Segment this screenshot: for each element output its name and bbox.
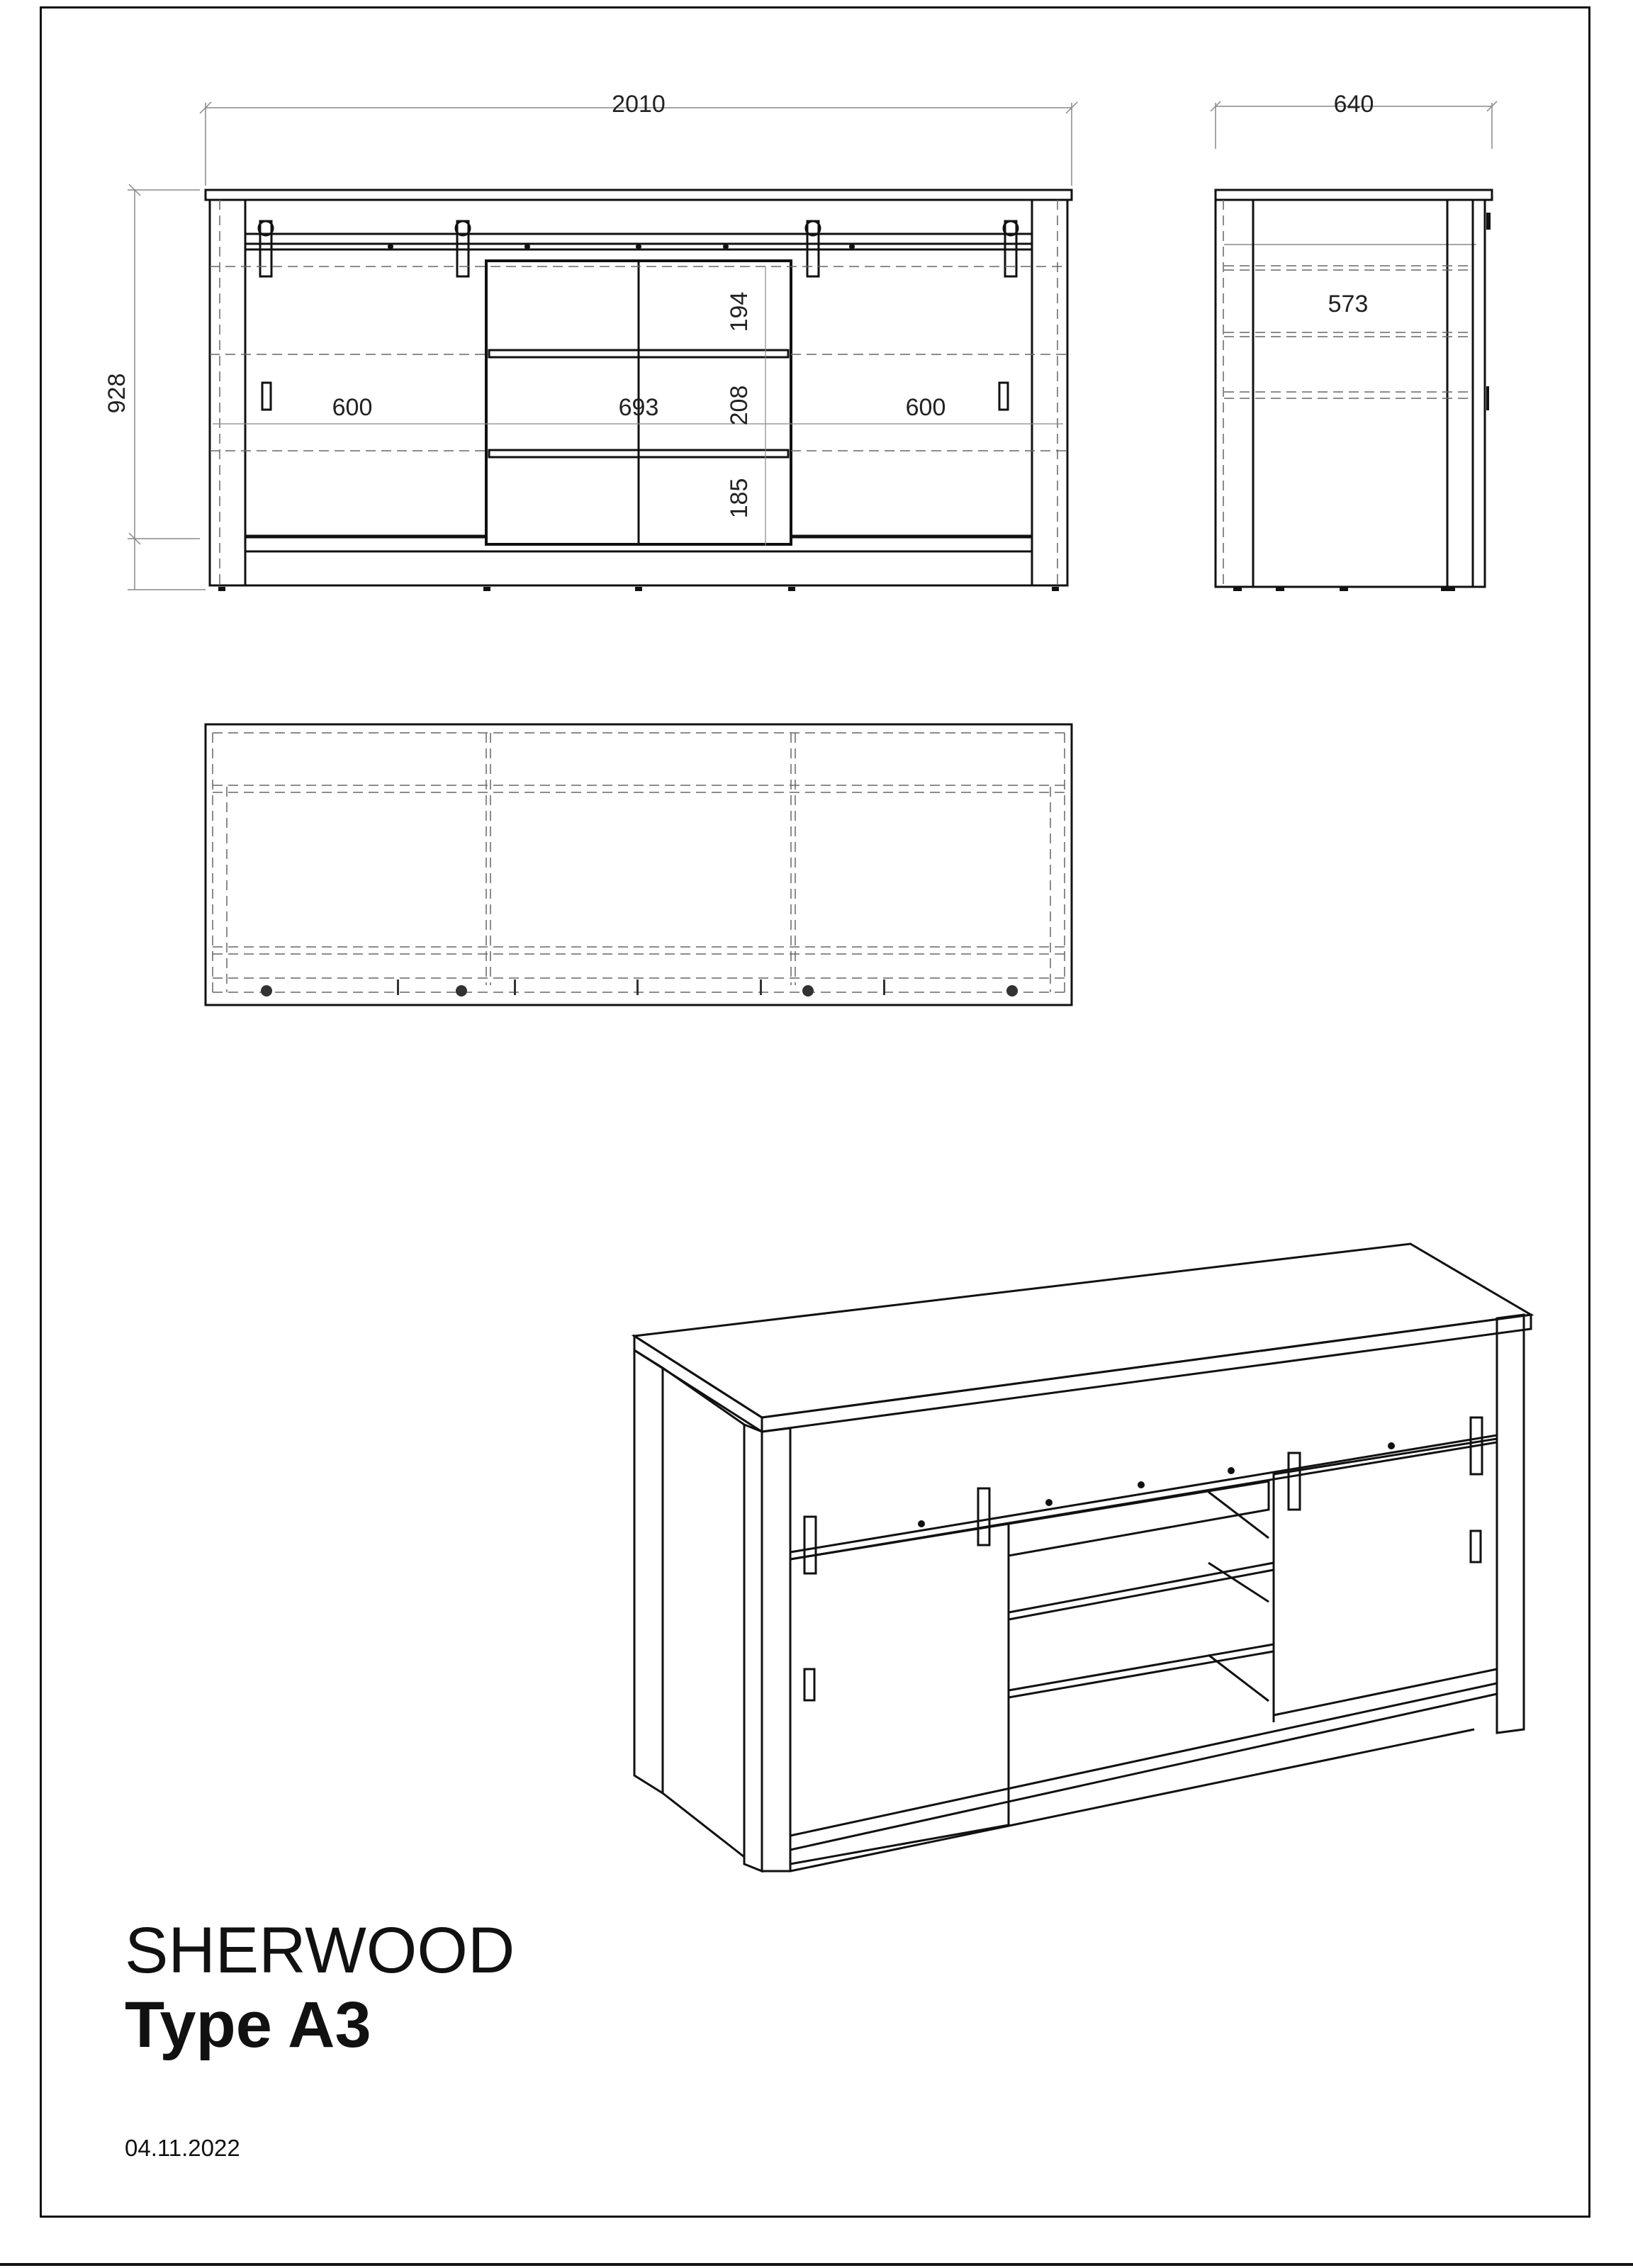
overall-width-label: 2010 (612, 91, 666, 118)
barn-door-rollers (257, 220, 1019, 278)
overall-depth-label: 640 (1334, 91, 1374, 118)
isometric-view (631, 1242, 1534, 1873)
shelf-height-top: 194 (726, 292, 753, 332)
iso-right-handle (1469, 1529, 1482, 1564)
overall-height-label: 928 (103, 374, 130, 414)
shelf-height-middle: 208 (726, 386, 753, 426)
side-view (1210, 101, 1498, 591)
height-dimension (128, 184, 206, 590)
iso-left-handle (803, 1668, 816, 1702)
center-opening-width-label: 693 (619, 394, 659, 421)
front-view (128, 101, 1078, 591)
iso-rail-bolts (918, 1442, 1395, 1527)
shelf-height-bottom: 185 (726, 478, 753, 519)
product-type: Type A3 (125, 1989, 371, 2061)
width-dimension (199, 101, 1078, 186)
document-date: 04.11.2022 (125, 2135, 240, 2161)
inner-depth-label: 573 (1328, 291, 1369, 318)
drawing-frame (40, 6, 1590, 2218)
product-name: SHERWOOD (125, 1914, 515, 1987)
page-bottom-rule (0, 2263, 1633, 2266)
right-door-handle (998, 381, 1009, 411)
right-door-width-label: 600 (906, 394, 946, 421)
plan-view (204, 723, 1073, 1006)
left-door-width-label: 600 (332, 394, 373, 421)
left-door-handle (261, 381, 272, 411)
